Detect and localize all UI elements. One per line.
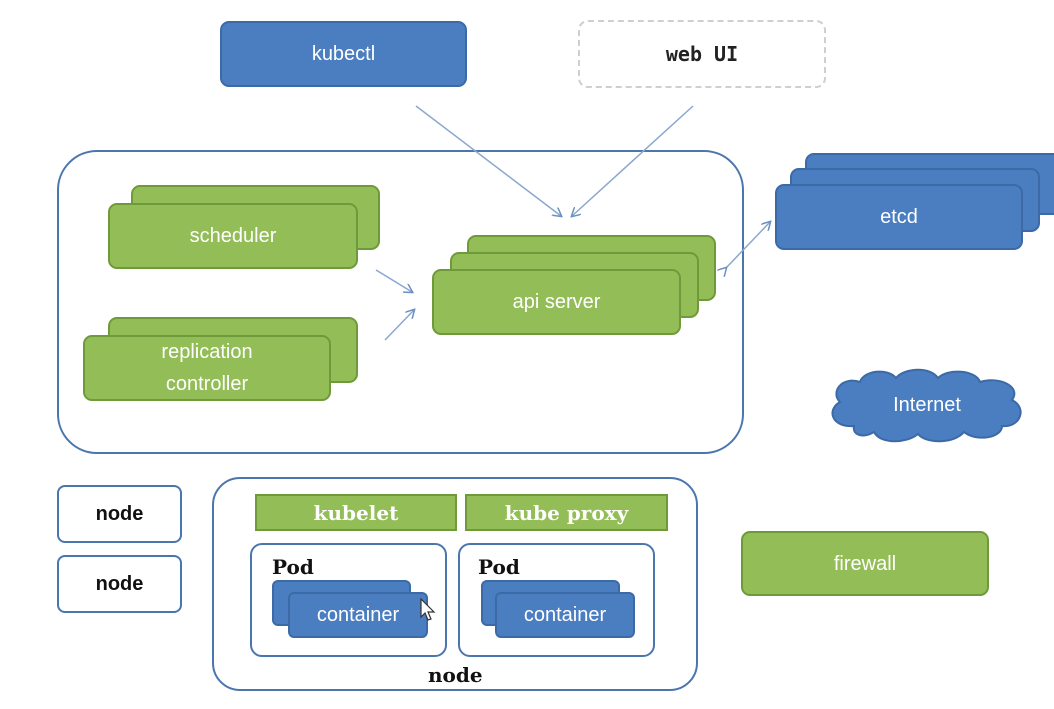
arrow-api-etcd [726,222,770,268]
etcd-box: etcd [775,184,1023,250]
internet-label-wrap: Internet [826,366,1028,444]
internet-label: Internet [893,393,961,416]
kubelet-box: kubelet [255,494,457,531]
side-node-1: node [57,485,182,543]
scheduler-label: scheduler [189,225,277,247]
arrow-scheduler-to-api [375,269,412,292]
pod-1-container: container [288,592,428,638]
replication-label-line1: replication [161,341,253,363]
pod-1-container-label: container [316,603,400,626]
internet-cloud-shape [831,368,1022,443]
arrow-webui-to-api [572,105,694,216]
arrow-kubectl-to-api [415,105,561,216]
mouse-cursor-icon [420,598,436,621]
webui-label: web UI [665,42,739,66]
firewall-label: firewall [833,552,897,575]
side-node-1-label: node [95,502,144,525]
pod-2-container: container [495,592,635,638]
pod-1-label: Pod [272,555,314,579]
kube-proxy-box: kube proxy [465,494,668,531]
side-node-2: node [57,555,182,613]
arrow-replication-to-api [384,310,414,341]
side-node-2-label: node [95,572,144,595]
kubectl-box: kubectl [220,21,467,87]
pod-2-label: Pod [478,555,520,579]
kubectl-label: kubectl [311,42,376,65]
webui-box: web UI [578,20,826,88]
replication-controller-box: replication controller [83,335,331,401]
internet-cloud [831,368,1022,443]
kube-proxy-label: kube proxy [504,500,629,525]
api-server-box: api server [432,269,681,335]
etcd-label: etcd [880,205,918,228]
worker-node-container [212,477,698,691]
replication-label-line2: controller [165,373,249,395]
pod-1-box [250,543,447,657]
firewall-box: firewall [741,531,989,596]
scheduler-box: scheduler [108,203,358,269]
api-server-label: api server [512,291,601,313]
kubelet-label: kubelet [313,500,399,525]
pod-2-box [458,543,655,657]
pod-2-container-label: container [523,603,607,626]
worker-node-label: node [428,663,483,687]
master-container [57,150,744,454]
